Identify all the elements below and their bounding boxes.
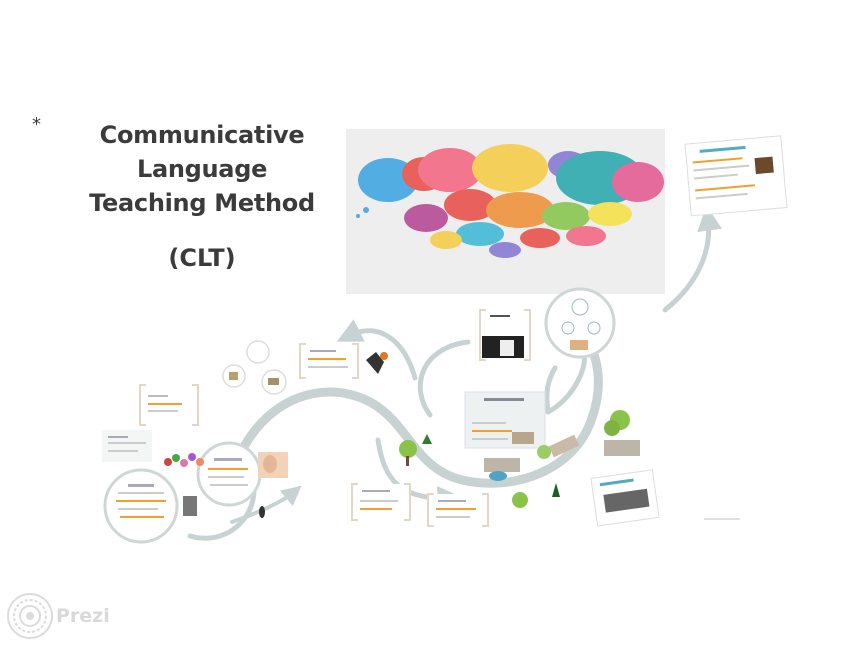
bracket-frame-photo[interactable] [479,309,531,361]
presentation-title: * Communicative Language Teaching Method… [32,114,372,272]
text-block-left[interactable] [102,430,152,462]
title-marker: * [32,114,41,135]
small-circle-frames[interactable] [222,340,287,395]
small-footer-text [704,518,740,520]
speech-bubbles-image[interactable] [346,129,665,294]
bracket-frame-bottom-center[interactable] [427,493,489,527]
circle-frame-left[interactable] [103,468,179,544]
bracket-frame-top-center[interactable] [299,343,359,379]
tilted-card-bottom-right[interactable] [590,469,660,527]
title-line-1: Communicative Language [99,121,305,183]
face-photo [258,452,288,518]
tilted-card-top-right[interactable] [684,135,788,217]
prezi-logo-icon [7,593,53,639]
prezi-wordmark: Prezi [56,605,110,627]
circle-frame-center[interactable] [196,441,262,507]
central-info-card[interactable] [464,391,546,449]
circle-frame-top-right[interactable] [544,287,616,359]
bracket-frame-bottom-left[interactable] [351,483,411,521]
title-line-2: Teaching Method [89,189,315,217]
prezi-branding[interactable]: Prezi [6,592,110,640]
scenery-illustrations [366,352,640,508]
people-photo [164,453,204,516]
title-abbreviation: (CLT) [168,244,236,272]
bracket-frame-far-left[interactable] [139,384,199,426]
